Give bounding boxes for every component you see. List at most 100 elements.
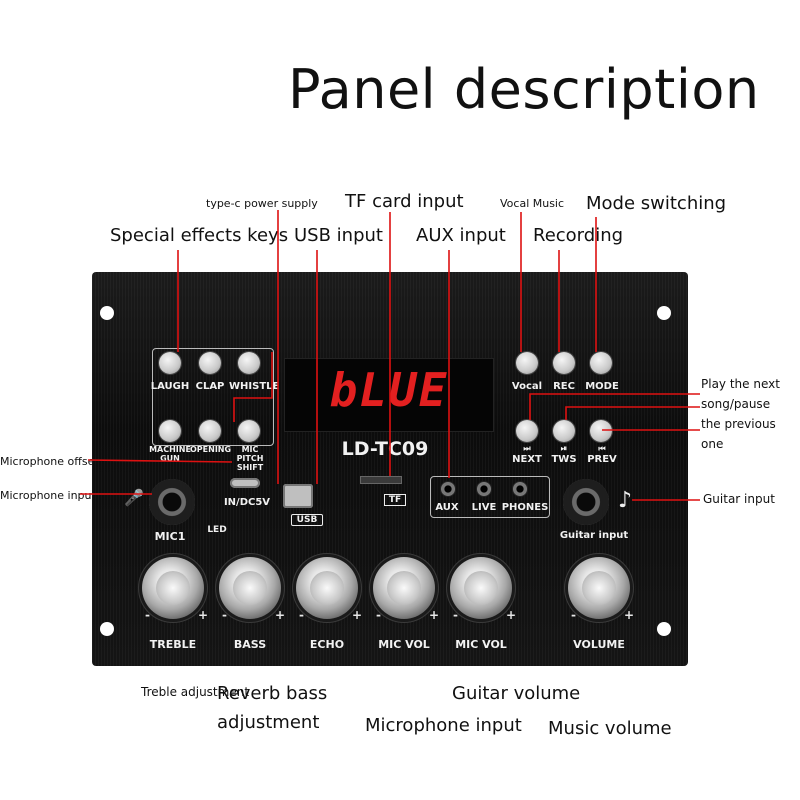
opening-label: OPENING (190, 445, 232, 454)
machine-gun-button[interactable] (159, 420, 181, 442)
callout-play-next-4: one (701, 437, 724, 451)
plus-marker: + (624, 608, 635, 622)
effects-button-group (152, 348, 274, 446)
callout-recording: Recording (533, 225, 624, 246)
mic-label: MIC1 (154, 530, 186, 543)
plus-marker: + (275, 608, 286, 622)
guitar-vol-label: MIC VOL (455, 638, 507, 651)
laugh-label: LAUGH (150, 381, 190, 392)
callout-mode-switching: Mode switching (586, 193, 727, 214)
minus-marker: - (299, 608, 304, 622)
mode-button[interactable] (590, 352, 612, 374)
guitar-jack[interactable] (563, 479, 609, 525)
volume-label: VOLUME (573, 638, 625, 651)
model-label: LD-TC09 (341, 438, 429, 460)
aux-jack[interactable] (440, 481, 456, 497)
treble-label: TREBLE (149, 638, 197, 651)
volume-knob[interactable] (568, 557, 630, 619)
callout-mic-input-bottom: Microphone input (365, 715, 522, 736)
callout-mic-offset: Microphone offset (0, 455, 99, 468)
minus-marker: - (145, 608, 150, 622)
plus-marker: + (429, 608, 440, 622)
callout-aux-input: AUX input (416, 225, 506, 246)
callout-usb-input: USB input (294, 225, 383, 246)
live-label: LIVE (471, 502, 497, 513)
audio-jack-group (430, 476, 550, 518)
plus-marker: + (506, 608, 517, 622)
type-c-port[interactable] (230, 478, 260, 488)
vocal-label: Vocal (511, 381, 543, 392)
tf-card-slot[interactable] (360, 476, 402, 484)
minus-marker: - (453, 608, 458, 622)
display-text: bLUE (329, 363, 449, 417)
callout-reverb-2: adjustment (217, 712, 320, 733)
callout-special-effects: Special effects keys (110, 225, 289, 246)
callout-mic-input-left: Microphone input (0, 489, 96, 502)
echo-knob[interactable] (296, 557, 358, 619)
next-icon: ⏭ (523, 444, 531, 453)
callout-treble: Treble adjustment (141, 685, 250, 699)
tf-badge: TF (384, 494, 406, 506)
mounting-hole (657, 306, 671, 320)
plus-marker: + (198, 608, 209, 622)
callout-music-volume: Music volume (548, 718, 672, 739)
clap-label: CLAP (195, 381, 225, 392)
opening-button[interactable] (199, 420, 221, 442)
callout-type-c: type-c power supply (206, 197, 318, 210)
whistle-label: WHISTLE (229, 381, 280, 392)
microphone-icon: 🎤 (124, 488, 144, 507)
mic-jack[interactable] (149, 479, 195, 525)
led-label: LED (207, 525, 227, 535)
prev-label: PREV (587, 454, 617, 465)
bass-label: BASS (233, 638, 267, 651)
clap-button[interactable] (199, 352, 221, 374)
phones-label: PHONES (501, 502, 549, 513)
play-pause-icon: ⏯ (560, 444, 568, 453)
mode-label: MODE (585, 381, 619, 392)
led-display: bLUE (284, 358, 494, 432)
guitar-vol-knob[interactable] (450, 557, 512, 619)
machine-gun-label: MACHINE GUN (149, 445, 191, 463)
callout-play-next-2: song/pause (701, 397, 771, 411)
callout-play-next-3: the previous (701, 417, 776, 431)
minus-marker: - (376, 608, 381, 622)
prev-button[interactable] (590, 420, 612, 442)
mounting-hole (657, 622, 671, 636)
page-title: Panel description (288, 58, 760, 121)
usb-port[interactable] (283, 484, 313, 508)
minus-marker: - (571, 608, 576, 622)
mic-pitch-shift-button[interactable] (238, 420, 260, 442)
vocal-button[interactable] (516, 352, 538, 374)
callout-guitar-input: Guitar input (703, 492, 775, 506)
guitar-label: Guitar input (559, 530, 629, 541)
next-button[interactable] (516, 420, 538, 442)
tws-label: TWS (551, 454, 577, 465)
mounting-hole (100, 306, 114, 320)
mic-vol-knob[interactable] (373, 557, 435, 619)
mic-vol-label: MIC VOL (378, 638, 430, 651)
next-label: NEXT (512, 454, 542, 465)
prev-icon: ⏮ (598, 444, 606, 453)
laugh-button[interactable] (159, 352, 181, 374)
aux-label: AUX (435, 502, 459, 513)
plus-marker: + (352, 608, 363, 622)
usb-badge: USB (291, 514, 323, 526)
power-label: IN/DC5V (223, 497, 271, 508)
echo-label: ECHO (309, 638, 345, 651)
tws-button[interactable] (553, 420, 575, 442)
treble-knob[interactable] (142, 557, 204, 619)
whistle-button[interactable] (238, 352, 260, 374)
bass-knob[interactable] (219, 557, 281, 619)
mounting-hole (100, 622, 114, 636)
rec-button[interactable] (553, 352, 575, 374)
callout-reverb-1: Reverb bass (217, 683, 328, 704)
callout-play-next-1: Play the next (701, 377, 780, 391)
callout-guitar-volume: Guitar volume (452, 683, 581, 704)
rec-label: REC (553, 381, 575, 392)
minus-marker: - (222, 608, 227, 622)
callout-tf-card: TF card input (345, 191, 464, 212)
callout-vocal-music: Vocal Music (500, 197, 565, 210)
phones-jack[interactable] (512, 481, 528, 497)
live-jack[interactable] (476, 481, 492, 497)
